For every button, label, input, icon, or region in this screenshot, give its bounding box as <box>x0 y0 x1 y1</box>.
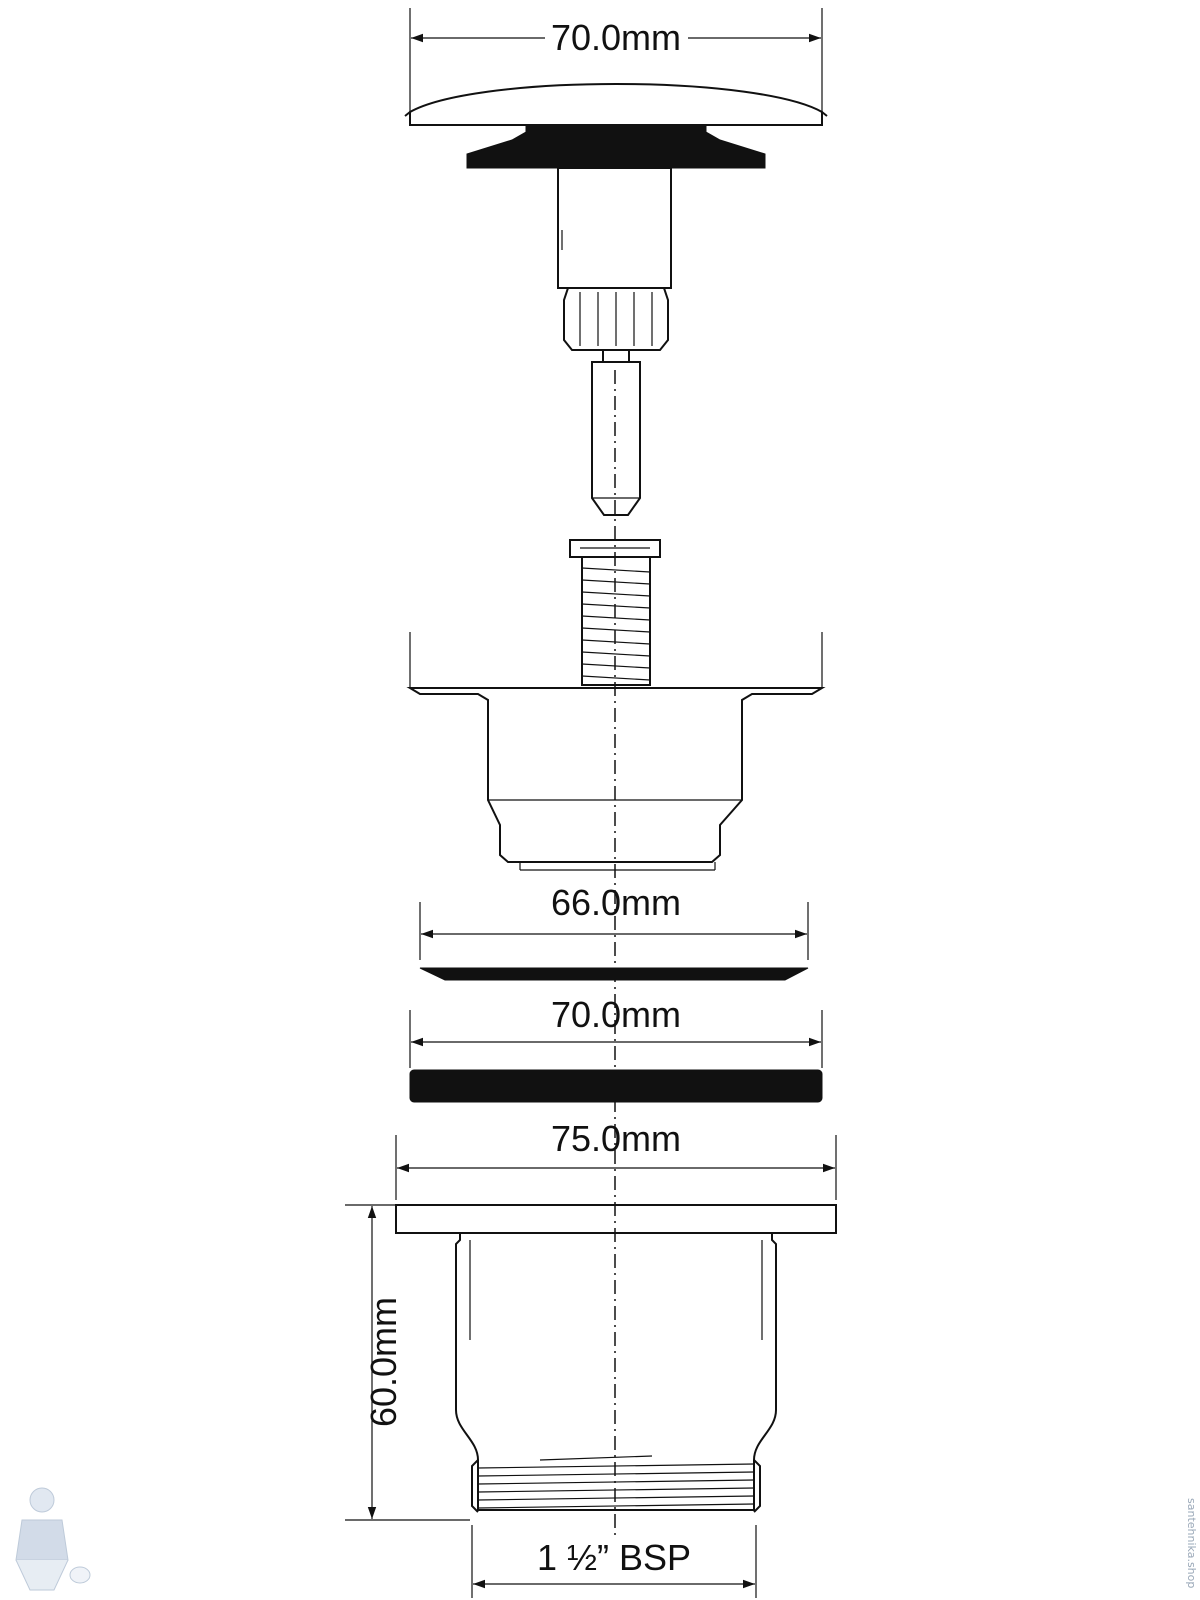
thread-dimension: 1 ½” BSP <box>471 1525 757 1598</box>
strainer-basket <box>406 632 826 871</box>
gasket-dimension: 70.0mm <box>409 994 823 1068</box>
body-height-label: 60.0mm <box>363 1297 404 1427</box>
thin-washer <box>419 967 809 981</box>
plumber-mascot-icon <box>15 1487 91 1591</box>
rubber-gasket <box>409 1069 823 1103</box>
washer-dimension: 66.0mm <box>419 882 809 960</box>
stem <box>557 167 672 516</box>
bsp-thread <box>477 1455 755 1509</box>
thread-size-label: 1 ½” BSP <box>537 1537 691 1578</box>
popup-cap <box>404 82 828 169</box>
drain-body <box>395 1204 837 1513</box>
watermark-text: santehnika.shop <box>1185 1498 1198 1588</box>
washer-width-label: 66.0mm <box>551 882 681 923</box>
cap-width-label: 70.0mm <box>551 17 681 58</box>
flange-width-label: 75.0mm <box>551 1118 681 1159</box>
gasket-width-label: 70.0mm <box>551 994 681 1035</box>
height-dimension: 60.0mm <box>345 1204 470 1521</box>
cap-dimension: 70.0mm <box>409 8 823 115</box>
spindle <box>569 539 661 686</box>
flange-dimension: 75.0mm <box>395 1118 837 1200</box>
